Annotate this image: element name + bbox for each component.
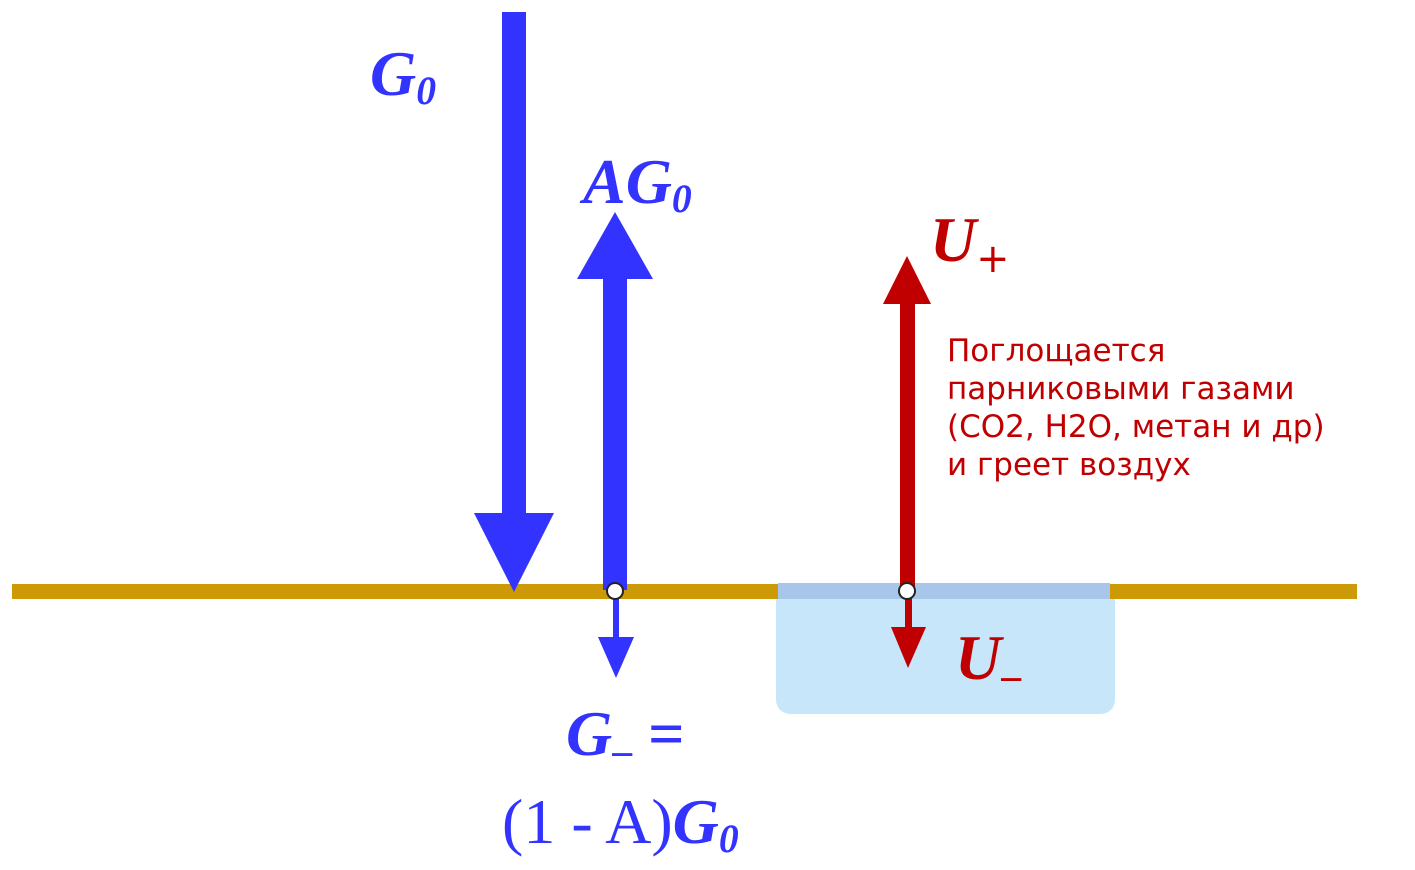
upward-heat-arrow-shaft (900, 300, 915, 590)
label-g0: G0 (370, 42, 436, 111)
label-u-minus-sub: – (1001, 653, 1022, 698)
label-ag0-sub: 0 (671, 176, 692, 221)
upward-heat-flux-arrow (883, 256, 931, 590)
label-g-minus-equals: = (632, 698, 685, 769)
upward-heat-arrow-head (883, 256, 931, 304)
label-g0-base: G (370, 38, 417, 109)
greenhouse-note-line-1: Поглощается (947, 333, 1166, 369)
label-g-minus-prefix: (1 - A) (502, 786, 673, 857)
label-g-minus-line1: G– = (566, 702, 685, 771)
reflected-arrow-head (577, 212, 653, 279)
label-u-minus-base: U (955, 622, 1002, 693)
incoming-arrow-shaft (502, 12, 526, 517)
absorbed-radiation-arrow (598, 592, 634, 678)
reflected-radiation-arrow (577, 212, 653, 590)
label-u-plus-base: U (930, 204, 977, 275)
downward-heat-flux-arrow (891, 592, 926, 668)
surface-node-right (898, 582, 916, 600)
reflected-arrow-shaft (603, 274, 627, 590)
label-ag0-base: AG (583, 146, 672, 217)
greenhouse-note-line-2: парниковыми газами (947, 371, 1295, 407)
greenhouse-note-line-4: и греет воздух (947, 447, 1191, 483)
water-surface-strip (778, 583, 1110, 599)
label-g-minus-g0-sub: 0 (718, 816, 739, 861)
label-g-minus-line2: (1 - A)G0 (502, 790, 739, 859)
label-u-plus: U+ (930, 208, 1009, 279)
incoming-arrow-head (474, 513, 554, 592)
label-g0-sub: 0 (416, 68, 437, 113)
water-body (776, 588, 1115, 714)
greenhouse-note-line-3: (CO2, H2O, метан и др) (947, 409, 1325, 445)
ground-surface-line (12, 584, 1357, 599)
label-u-plus-sub: + (976, 236, 1010, 283)
downward-heat-arrow-shaft (905, 592, 912, 632)
label-ag0: AG0 (583, 150, 692, 219)
surface-node-left (606, 582, 624, 600)
absorbed-arrow-shaft (613, 592, 619, 644)
downward-heat-arrow-head (891, 627, 926, 668)
greenhouse-note: Поглощается парниковыми газами (CO2, H2O… (947, 332, 1325, 484)
label-g-minus-base: G (566, 698, 613, 769)
label-g-minus-g0-base: G (672, 786, 719, 857)
incoming-radiation-arrow (474, 12, 554, 592)
label-g-minus-sub: – (612, 728, 633, 773)
label-u-minus: U– (955, 626, 1021, 696)
absorbed-arrow-head (598, 637, 634, 678)
